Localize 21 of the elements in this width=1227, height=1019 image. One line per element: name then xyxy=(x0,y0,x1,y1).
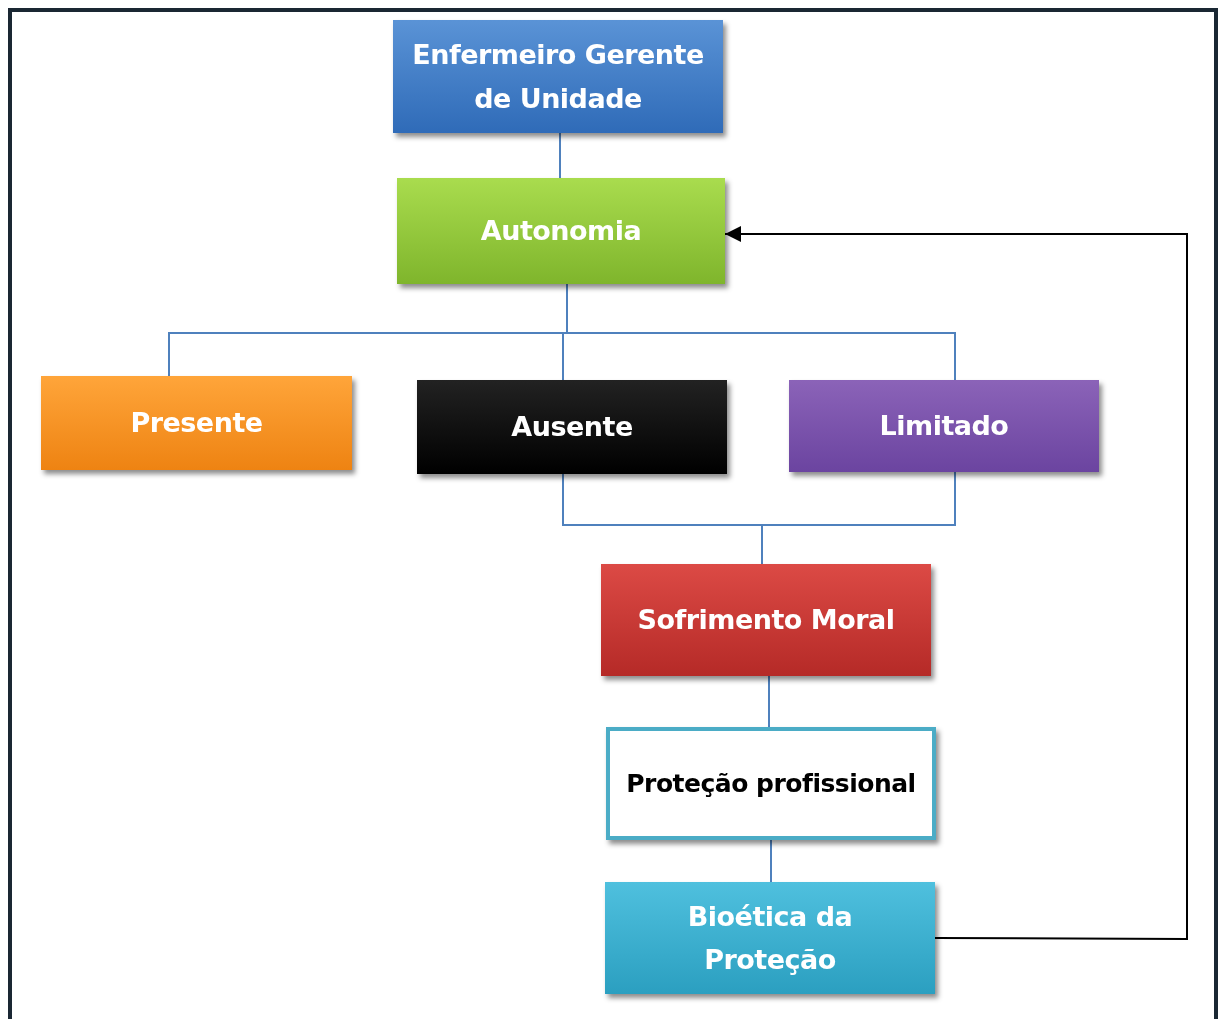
concept-box xyxy=(397,178,725,284)
connector-line xyxy=(770,839,772,883)
status-box xyxy=(417,380,727,474)
node-label: Autonomia xyxy=(479,214,643,249)
status-box xyxy=(41,376,352,470)
node-label: Limitado xyxy=(878,409,1010,444)
status-box xyxy=(789,380,1099,472)
node-label: Enfermeiro Gerente de Unidade xyxy=(411,38,705,116)
node-label: Ausente xyxy=(510,410,634,445)
node-label: Proteção profissional xyxy=(625,767,917,800)
node-label: Bioética da Proteção xyxy=(686,899,854,977)
concept-box xyxy=(601,564,931,676)
connector-line xyxy=(761,471,956,565)
connector-line xyxy=(559,132,561,179)
concept-box xyxy=(605,882,935,994)
node-label: Sofrimento Moral xyxy=(636,603,896,638)
connector-line xyxy=(768,675,770,728)
role-box xyxy=(393,20,723,133)
concept-box xyxy=(606,727,936,840)
node-label: Presente xyxy=(129,406,264,441)
arrow xyxy=(724,226,1188,940)
